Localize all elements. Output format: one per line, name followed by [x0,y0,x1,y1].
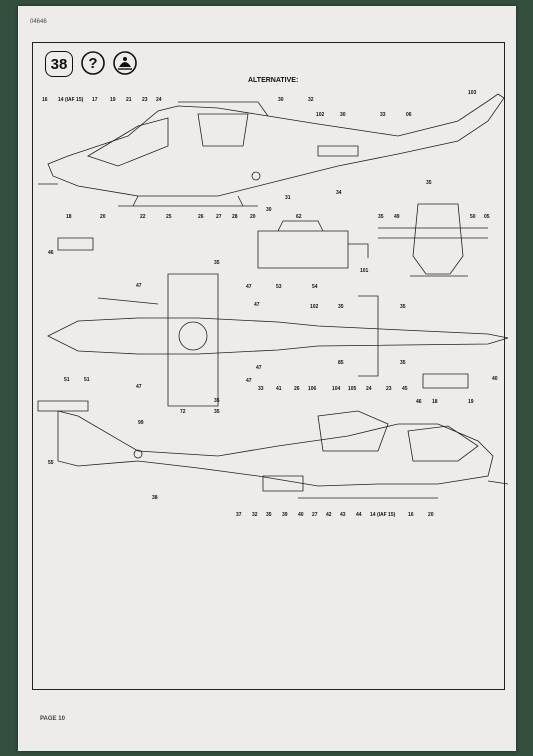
callout: 26 [198,214,204,220]
detail-pylon [57,220,369,269]
callout: 16 [42,97,48,103]
callout: 27 [312,512,318,518]
callout: 18 [432,399,438,405]
callout: 105 [348,386,357,392]
alternative-label: ALTERNATIVE: [248,77,299,84]
callout: 23 [386,386,392,392]
step-frame: 38 ? ALTERNATIVE: [32,42,505,690]
paint-icon [113,51,137,75]
callout: 30 [266,207,272,213]
callout: 50 [470,214,476,220]
detail-front-view [378,203,488,277]
callout: 19 [468,399,474,405]
callout: 23 [142,97,148,103]
callout: 39 [282,512,288,518]
callout: 35 [400,304,406,310]
callout: 106 [308,386,317,392]
callout: 72 [180,409,186,415]
callout: 35 [266,512,272,518]
callout-labels: 16 14 (IAF 15) 17 19 21 23 24 30 32 102 … [42,90,498,518]
callout: 21 [126,97,132,103]
callout: 27 [216,214,222,220]
callout: 19 [110,97,116,103]
callout: 24 [366,386,372,392]
callout: 45 [402,386,408,392]
callout: 41 [276,386,282,392]
callout: 05 [484,214,490,220]
callout: 51 [64,377,70,383]
callout: 99 [138,420,144,426]
callout: 35 [426,180,432,186]
page-label: PAGE 10 [40,716,65,722]
callout: 25 [166,214,172,220]
callout: 17 [92,97,98,103]
callout: 37 [236,512,242,518]
callout: 24 [156,97,162,103]
callout: 42 [326,512,332,518]
callout: 16 [408,512,414,518]
callout: 47 [246,284,252,290]
callout: 85 [338,360,344,366]
callout: 32 [308,97,314,103]
callout: 35 [378,214,384,220]
callout: 51 [84,377,90,383]
help-icon: ? [81,51,105,75]
callout: 46 [48,250,54,256]
callout: 34 [336,190,342,196]
callout: 30 [340,112,346,118]
callout: 103 [468,90,477,96]
callout: 35 [214,398,220,404]
callout: 53 [276,284,282,290]
side-view-lower [37,400,509,499]
callout: 43 [340,512,346,518]
callout: 47 [136,283,142,289]
callout: 104 [332,386,341,392]
callout: 18 [66,214,72,220]
top-view [47,273,509,407]
callout: 30 [278,97,284,103]
callout: 40 [298,512,304,518]
callout: 20 [428,512,434,518]
callout: 102 [310,304,319,310]
callout: 54 [312,284,318,290]
instruction-sheet: 04646 38 ? ALTERNATIVE: [18,6,516,751]
product-code: 04646 [30,19,47,25]
callout: 32 [252,512,258,518]
callout: 33 [258,386,264,392]
callout: 49 [394,214,400,220]
callout: 31 [285,195,291,201]
callout: 44 [356,512,362,518]
callout: 22 [140,214,146,220]
callout: 14 (IAF 15) [370,512,396,518]
callout: 28 [232,214,238,220]
callout: 20 [250,214,256,220]
side-view-top [38,93,505,207]
callout: 33 [380,112,386,118]
callout: 40 [492,376,498,382]
callout: 26 [294,386,300,392]
callout: 38 [152,495,158,501]
callout: 47 [254,302,260,308]
callout: 35 [338,304,344,310]
callout: 102 [316,112,325,118]
step-number: 38 [45,51,73,77]
callout: 20 [100,214,106,220]
callout: 47 [136,384,142,390]
helicopter-drawings: 16 14 (IAF 15) 17 19 21 23 24 30 32 102 … [37,90,509,518]
callout: 47 [246,378,252,384]
callout: 62 [296,214,302,220]
callout: 46 [416,399,422,405]
callout: 35 [214,260,220,266]
callout: 35 [214,409,220,415]
callout: 55 [48,460,54,466]
callout: 06 [406,112,412,118]
callout: 35 [400,360,406,366]
svg-text:?: ? [88,55,97,72]
callout: 101 [360,268,369,274]
callout: 14 (IAF 15) [58,97,84,103]
callout: 47 [256,365,262,371]
